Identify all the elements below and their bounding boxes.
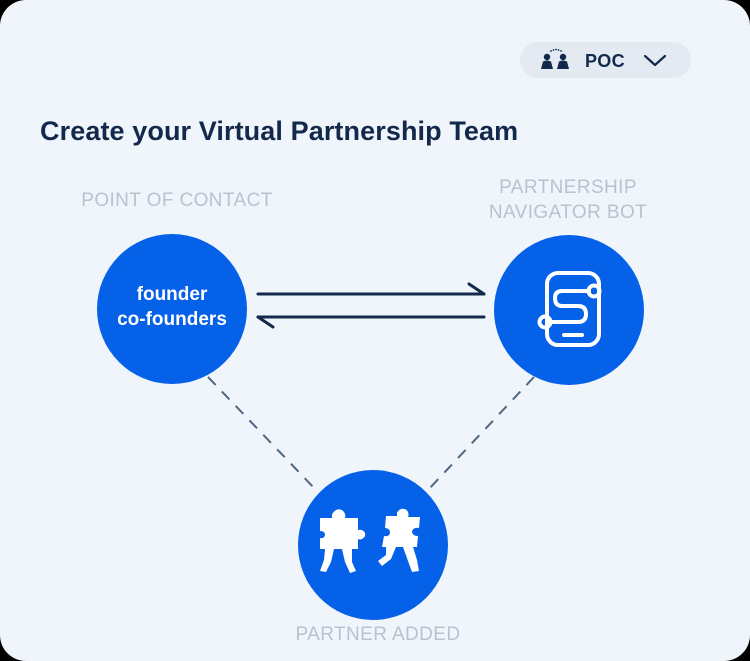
dashed-link-founder-partner [207, 376, 317, 491]
page-title: Create your Virtual Partnership Team [40, 116, 519, 146]
role-label: POC [585, 51, 625, 71]
point-of-contact-label: POINT OF CONTACT [81, 190, 273, 211]
navigator-bot-icon [537, 271, 602, 347]
partner-node[interactable] [298, 470, 448, 620]
people-icon [541, 48, 569, 69]
co-founders-text: co-founders [117, 309, 227, 330]
point-of-contact-node[interactable]: founder co-founders [97, 234, 247, 384]
chevron-down-icon [643, 54, 667, 67]
navigator-bot-node[interactable] [494, 235, 644, 385]
partner-added-label: PARTNER ADDED [295, 624, 461, 645]
bidirectional-arrows [256, 282, 486, 329]
founder-text: founder [136, 284, 208, 305]
role-selector[interactable]: POC [520, 42, 691, 78]
dashed-link-bot-partner [427, 376, 535, 491]
puzzle-people-icon [320, 508, 420, 573]
navigator-bot-label: PARTNERSHIP NAVIGATOR BOT [488, 177, 648, 223]
